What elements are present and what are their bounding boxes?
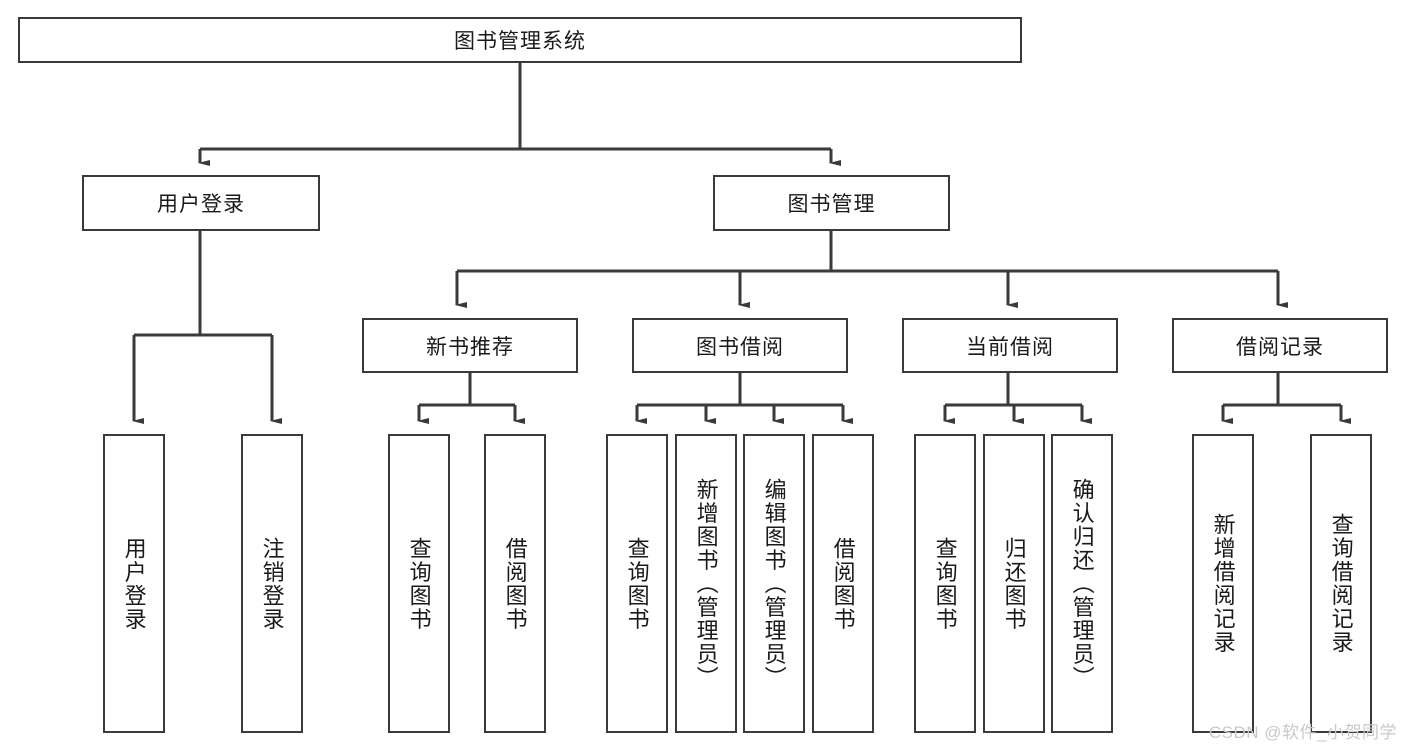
leaf-borrow-book[interactable]: 借阅图书 [812, 434, 874, 733]
leaf-add-book-admin[interactable]: 新增图书（管理员） [675, 434, 737, 733]
leaf-edit-book-admin[interactable]: 编辑图书（管理员） [743, 434, 805, 733]
leaf-query-book-recommend[interactable]: 查询图书 [388, 434, 450, 733]
node-label: 图书管理系统 [454, 30, 586, 53]
node-label: 编辑图书（管理员） [761, 477, 787, 690]
leaf-borrow-book-recommend[interactable]: 借阅图书 [484, 434, 546, 733]
node-label: 查询图书 [932, 536, 958, 631]
node-label: 新书推荐 [426, 335, 514, 359]
node-label: 查询借阅记录 [1328, 513, 1354, 654]
node-label: 新增图书（管理员） [693, 477, 719, 690]
node-label: 查询图书 [624, 536, 650, 631]
leaf-query-book-borrow[interactable]: 查询图书 [606, 434, 668, 733]
node-label: 图书借阅 [696, 335, 784, 359]
node-book-management[interactable]: 图书管理 [713, 175, 950, 231]
node-label: 新增借阅记录 [1210, 513, 1236, 654]
leaf-query-book-current[interactable]: 查询图书 [914, 434, 976, 733]
node-label: 用户登录 [157, 193, 245, 216]
leaf-user-login[interactable]: 用户登录 [103, 434, 165, 733]
leaf-confirm-return-admin[interactable]: 确认归还（管理员） [1051, 434, 1113, 733]
leaf-query-borrow-record[interactable]: 查询借阅记录 [1310, 434, 1372, 733]
leaf-return-book[interactable]: 归还图书 [983, 434, 1045, 733]
node-current-borrow[interactable]: 当前借阅 [902, 318, 1118, 373]
leaf-logout-login[interactable]: 注销登录 [241, 434, 303, 733]
node-label: 确认归还（管理员） [1069, 477, 1095, 690]
node-label: 注销登录 [259, 536, 285, 631]
node-label: 查询图书 [406, 536, 432, 631]
node-label: 借阅图书 [502, 536, 528, 631]
node-label: 借阅记录 [1236, 335, 1324, 359]
leaf-add-borrow-record[interactable]: 新增借阅记录 [1192, 434, 1254, 733]
node-label: 用户登录 [121, 536, 147, 631]
node-label: 归还图书 [1001, 536, 1027, 631]
node-borrow-record[interactable]: 借阅记录 [1172, 318, 1388, 373]
node-new-book-recommend[interactable]: 新书推荐 [362, 318, 578, 373]
node-label: 借阅图书 [830, 536, 856, 631]
node-label: 图书管理 [787, 193, 876, 216]
node-label: 当前借阅 [966, 335, 1054, 359]
watermark: CSDN @软件_小贺同学 [1208, 723, 1397, 742]
node-book-borrow[interactable]: 图书借阅 [632, 318, 848, 373]
node-root-book-management-system[interactable]: 图书管理系统 [18, 17, 1022, 63]
node-user-login[interactable]: 用户登录 [82, 175, 320, 231]
